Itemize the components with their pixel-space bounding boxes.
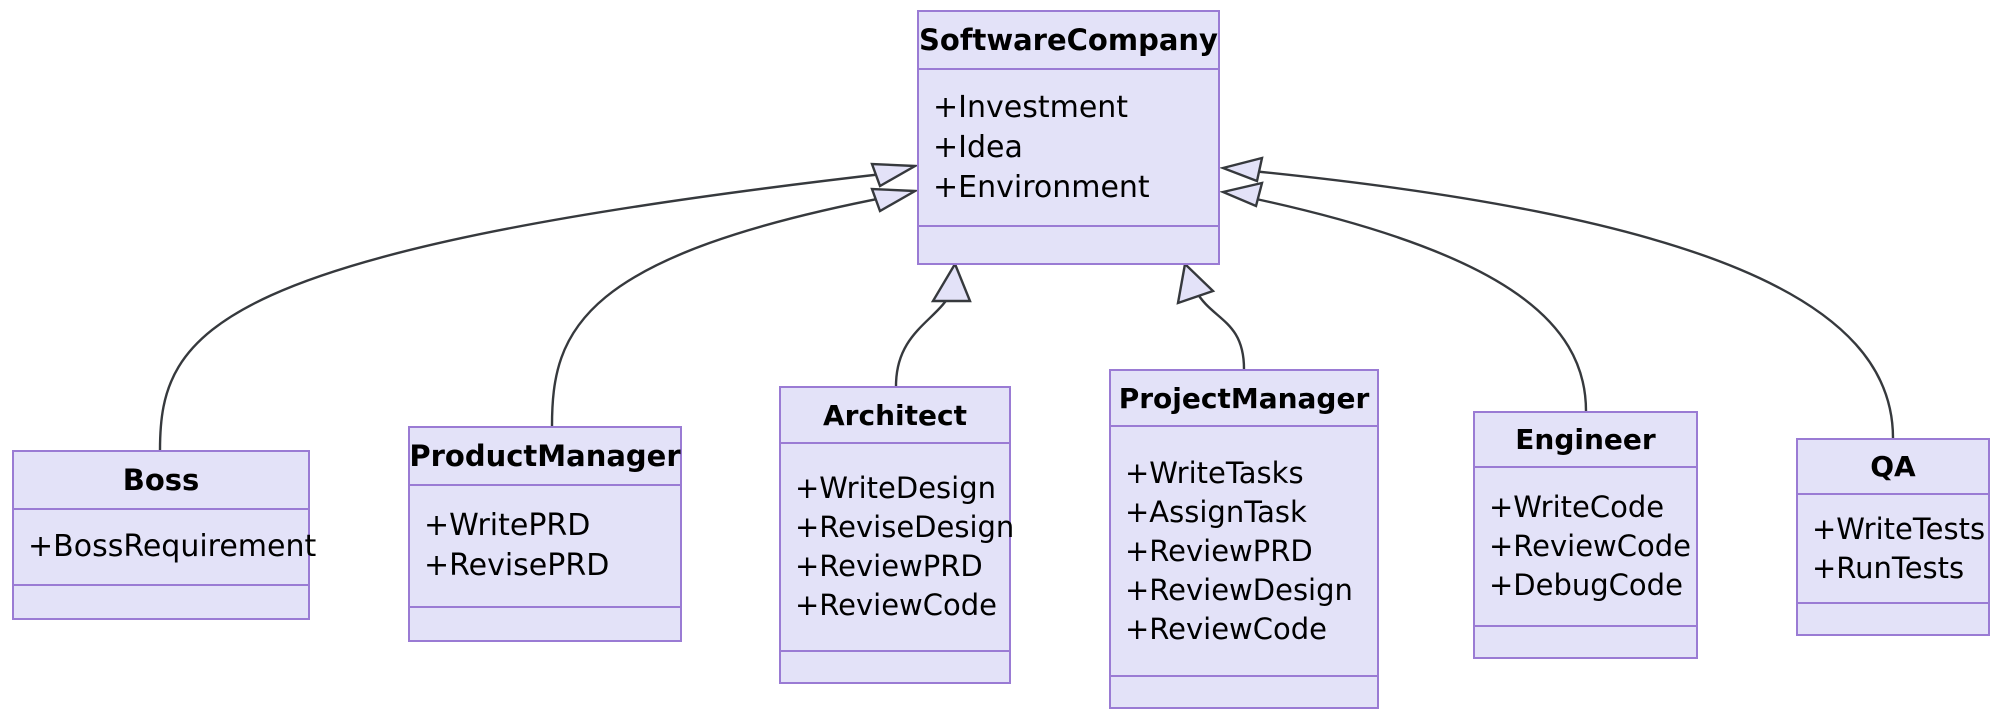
- class-methods-project-manager: [1111, 677, 1377, 707]
- class-methods-software-company: [919, 227, 1218, 263]
- class-title-boss: Boss: [14, 452, 308, 510]
- class-attribute: +BossRequirement: [28, 529, 317, 564]
- class-attribute: +Environment: [933, 169, 1150, 205]
- class-methods-architect: [781, 652, 1009, 682]
- generalization-qa-to-softwarecompany: [1219, 156, 1895, 439]
- class-methods-product-manager: [410, 608, 680, 640]
- class-attribute: +ReviseDesign: [795, 510, 1015, 544]
- class-attributes-product-manager: +WritePRD +RevisePRD: [410, 486, 680, 608]
- class-attribute: +WriteCode: [1489, 490, 1665, 524]
- class-attribute: +DebugCode: [1489, 568, 1683, 602]
- class-attributes-architect: +WriteDesign +ReviseDesign +ReviewPRD +Revi…: [781, 444, 1015, 652]
- class-attributes-software-company: +Investment +Idea +Environment: [919, 70, 1218, 227]
- class-attribute: +ReviewPRD: [795, 549, 983, 583]
- generalization-productmanager-to-softwarecompany: [550, 187, 920, 427]
- class-attribute: +ReviewCode: [795, 588, 998, 622]
- class-title-product-manager: ProductManager: [409, 428, 681, 486]
- generalization-engineer-to-softwarecompany: [1219, 181, 1588, 412]
- class-attribute: +RunTests: [1812, 550, 1965, 585]
- class-title-qa: QA: [1798, 440, 1988, 495]
- class-box-engineer[interactable]: Engineer +WriteCode +ReviewCode +DebugCode: [1473, 411, 1698, 659]
- class-attributes-engineer: +WriteCode +ReviewCode +DebugCode: [1475, 468, 1696, 627]
- class-title-engineer: Engineer: [1475, 413, 1696, 468]
- class-box-software-company[interactable]: SoftwareCompany +Investment +Idea +Environm…: [917, 10, 1220, 265]
- class-box-qa[interactable]: QA +WriteTests +RunTests: [1796, 438, 1990, 636]
- class-box-boss[interactable]: Boss +BossRequirement: [12, 450, 317, 620]
- generalization-architect-to-softwarecompany: [894, 261, 972, 387]
- class-attribute: +AssignTask: [1125, 494, 1307, 529]
- class-box-architect[interactable]: Architect +WriteDesign +ReviseDesign +Revie…: [779, 386, 1015, 684]
- class-attributes-project-manager: +WriteTasks +AssignTask +ReviewPRD +ReviewD…: [1111, 427, 1377, 677]
- class-attributes-qa: +WriteTests +RunTests: [1798, 495, 1988, 604]
- class-attribute: +WritePRD: [424, 508, 591, 543]
- generalization-boss-to-softwarecompany: [158, 162, 920, 451]
- class-box-project-manager[interactable]: ProjectManager +WriteTasks +AssignTask +Rev…: [1109, 369, 1379, 709]
- class-attribute: +ReviewDesign: [1125, 572, 1353, 607]
- class-title-project-manager: ProjectManager: [1111, 371, 1377, 427]
- class-title-software-company: SoftwareCompany: [919, 12, 1218, 70]
- class-attribute: +ReviewPRD: [1125, 533, 1313, 568]
- class-attribute: +WriteTasks: [1125, 455, 1304, 490]
- class-attribute: +WriteTests: [1812, 511, 1986, 546]
- class-attribute: +ReviewCode: [1125, 611, 1328, 646]
- class-attributes-boss: +BossRequirement: [14, 510, 317, 586]
- class-attribute: +WriteDesign: [795, 471, 996, 505]
- class-attribute: +Investment: [933, 89, 1129, 125]
- class-methods-qa: [1798, 604, 1988, 634]
- class-box-product-manager[interactable]: ProductManager +WritePRD +RevisePRD: [408, 426, 682, 642]
- generalization-projectmanager-to-softwarecompany: [1176, 261, 1246, 370]
- class-attribute: +RevisePRD: [424, 548, 610, 583]
- class-attribute: +Idea: [933, 129, 1023, 165]
- class-methods-engineer: [1475, 627, 1696, 657]
- class-attribute: +ReviewCode: [1489, 529, 1692, 563]
- class-title-architect: Architect: [781, 388, 1009, 444]
- class-methods-boss: [14, 586, 308, 618]
